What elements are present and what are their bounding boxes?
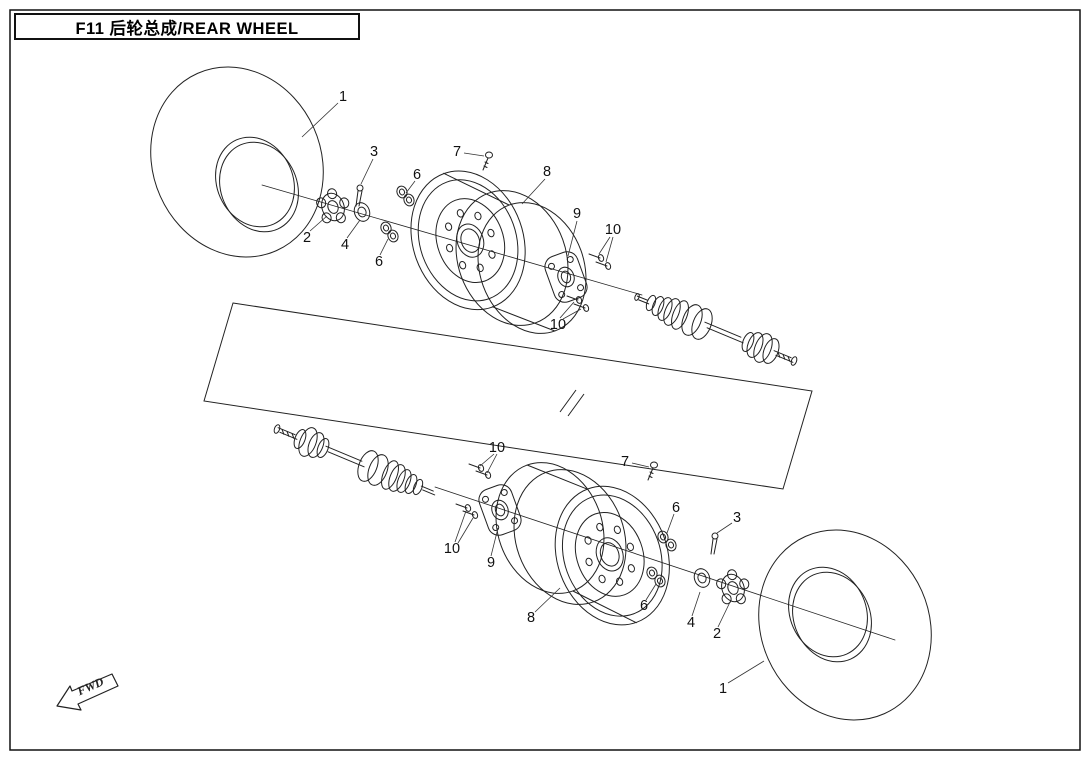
wheel-studs-lower-b [455,503,479,519]
fwd-label: FWD [74,674,106,698]
hubcap-lower [716,569,750,605]
rim-upper [410,170,587,334]
callout-hubcap-upper: 2 [303,230,311,246]
hub-lower [478,484,522,536]
callout-studs-lower-a: 10 [489,440,505,456]
lug-nuts-upper-a [396,185,415,207]
cotter-pin-upper [355,184,364,207]
title-box: F11 后轮总成/REAR WHEEL [14,13,360,40]
rim-lower [495,462,670,626]
callout-cotter-pin-upper: 3 [370,144,378,160]
callout-lug-nuts-lower-b: 6 [640,598,648,614]
callout-lug-nuts-upper-b: 6 [375,254,383,270]
callout-hubcap-lower: 2 [713,626,721,642]
callouts-upper: 1 3 7 6 8 2 4 6 9 10 10 [303,89,621,333]
reference-frame-outline [203,302,813,490]
callout-castle-nut-upper: 4 [341,237,349,253]
drive-shaft-lower [273,424,436,496]
callout-studs-lower-b: 10 [444,541,460,557]
callout-castle-nut-lower: 4 [687,615,695,631]
callout-hub-lower: 9 [487,555,495,571]
callout-tire-upper: 1 [339,89,347,105]
lug-nuts-lower-b [646,566,666,588]
hubcap-upper [316,188,350,224]
castle-nut-upper [353,202,371,222]
callout-hub-upper: 9 [573,206,581,222]
callout-rim-upper: 8 [543,164,551,180]
fwd-arrow-icon: FWD [56,673,119,711]
lug-nuts-lower-a [657,530,677,552]
callout-bolt-lower: 7 [621,454,629,470]
cotter-pin-lower [710,532,719,555]
tire-upper [150,66,324,258]
callout-rim-lower: 8 [527,610,535,626]
page-border [9,9,1081,751]
page-title: F11 后轮总成/REAR WHEEL [75,19,299,38]
callout-cotter-pin-lower: 3 [733,510,741,526]
callout-tire-lower: 1 [719,681,727,697]
wheel-studs-upper-a [588,253,612,270]
callout-studs-upper-b: 10 [550,317,566,333]
callout-studs-upper-a: 10 [605,222,621,238]
hub-upper [544,251,588,303]
leader-lines [301,102,765,684]
wheel-studs-lower-a [468,463,492,479]
callout-lug-nuts-upper-a: 6 [413,167,421,183]
tire-lower [758,529,932,721]
castle-nut-lower [693,568,711,588]
lug-nuts-upper-b [380,221,399,243]
callout-bolt-upper: 7 [453,144,461,160]
callout-lug-nuts-lower-a: 6 [672,500,680,516]
bolt-upper [482,151,493,171]
axis-line-lower [434,486,896,641]
bolt-lower [647,461,658,481]
callouts-lower: 10 7 6 3 10 9 8 6 4 2 1 [444,440,741,697]
wheel-studs-upper-b [566,295,590,312]
drive-shaft-upper [634,293,798,366]
